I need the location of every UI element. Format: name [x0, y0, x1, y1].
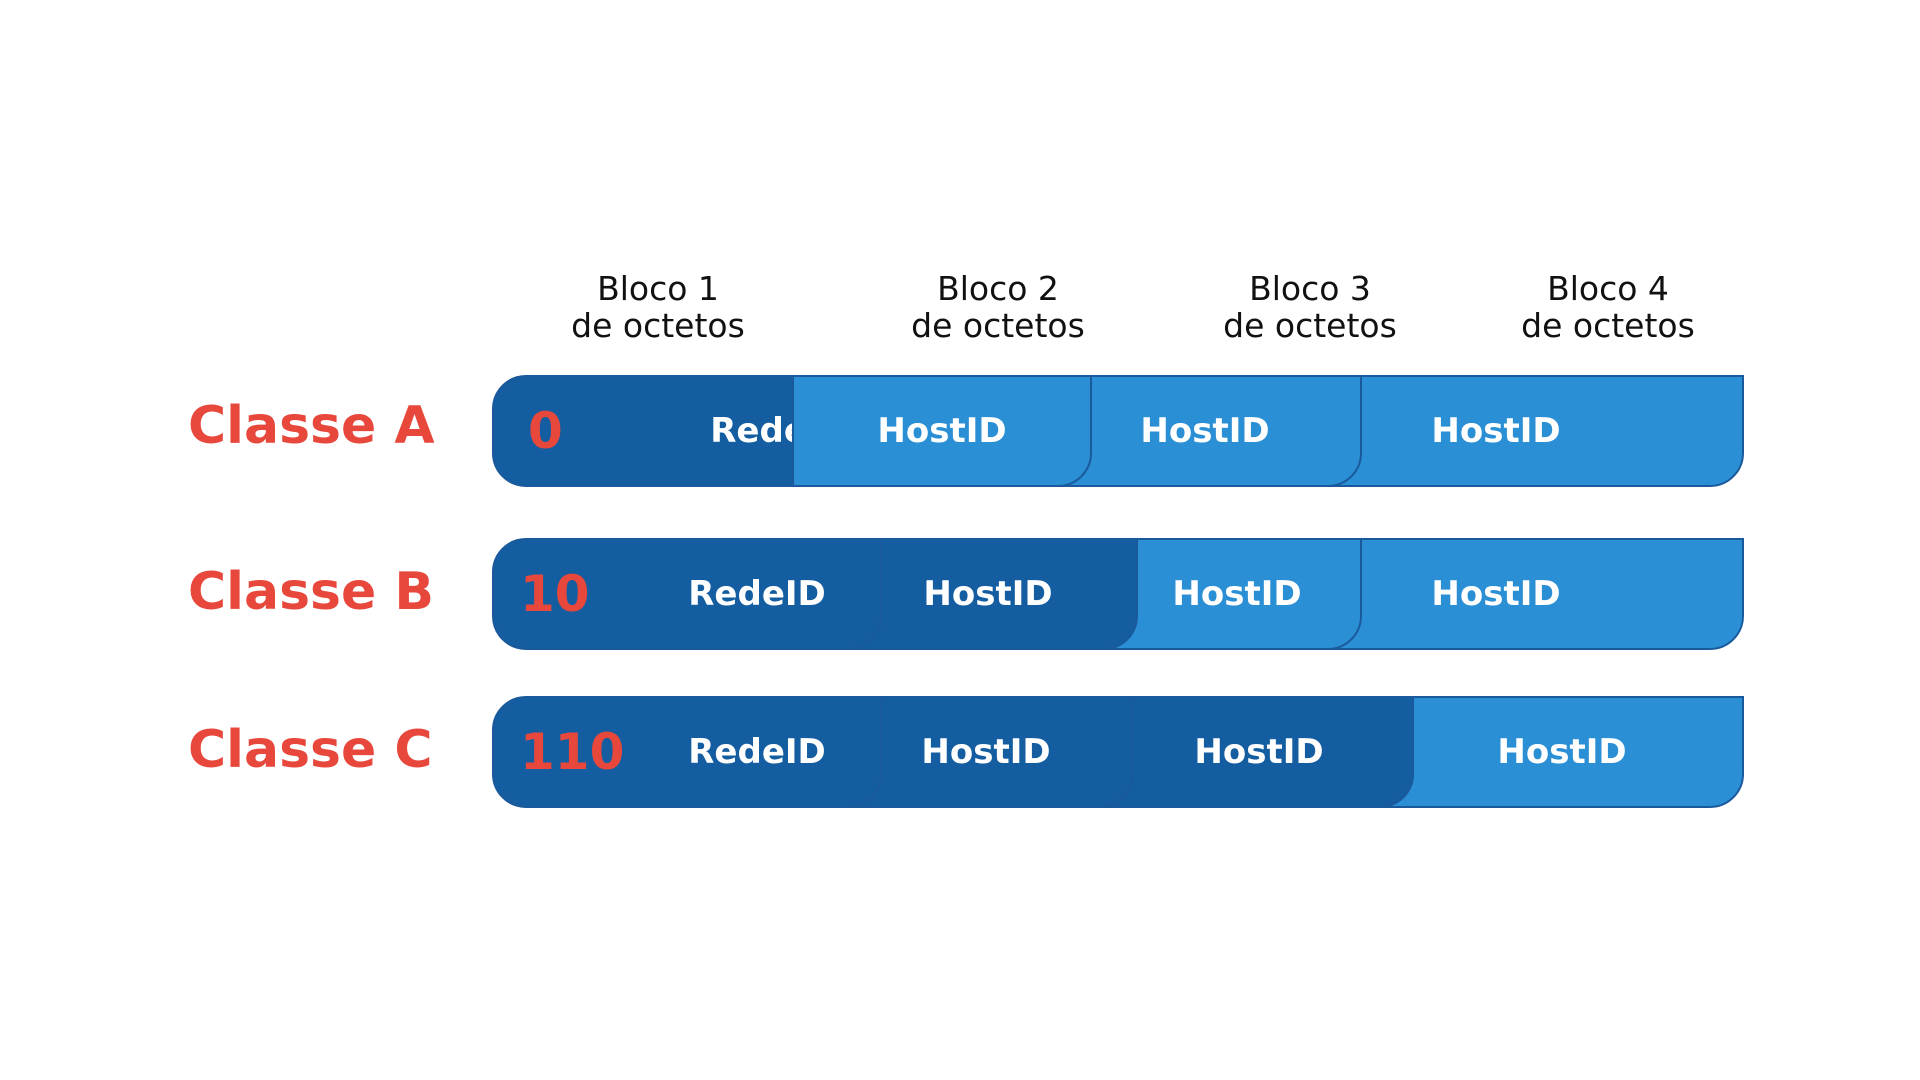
address-row-class-a: RedeID HostID HostID HostID 0: [492, 375, 1744, 487]
column-header-line2: de octetos: [571, 306, 745, 345]
segment-host-2: HostID: [792, 375, 1092, 487]
class-prefix-bits: 10: [520, 565, 590, 623]
column-header-line1: Bloco 1: [597, 269, 719, 308]
column-header-line1: Bloco 3: [1249, 269, 1371, 308]
segment-label: HostID: [1140, 411, 1270, 451]
segment-label: HostID: [1431, 411, 1561, 451]
segment-label: HostID: [877, 411, 1007, 451]
segment-host-3: HostID: [1048, 375, 1362, 487]
segment-host-4: HostID: [1318, 375, 1744, 487]
segment-label: HostID: [1194, 732, 1324, 772]
segment-label: HostID: [923, 574, 1053, 614]
address-row-class-c: RedeID HostID HostID HostID 110: [492, 696, 1744, 808]
column-header-line2: de octetos: [1521, 306, 1695, 345]
segment-network-1: RedeID: [492, 538, 882, 650]
segment-network-2: HostID: [838, 696, 1134, 808]
segment-network-3: HostID: [1090, 696, 1414, 808]
column-header-bloco-3: Bloco 3 de octetos: [1160, 270, 1460, 344]
segment-label: RedeID: [688, 574, 826, 614]
column-header-bloco-2: Bloco 2 de octetos: [848, 270, 1148, 344]
class-prefix-bits: 0: [528, 402, 563, 460]
column-header-bloco-1: Bloco 1 de octetos: [508, 270, 808, 344]
column-header-bloco-4: Bloco 4 de octetos: [1458, 270, 1758, 344]
segment-label: RedeID: [688, 732, 826, 772]
segment-label: HostID: [1172, 574, 1302, 614]
segment-label: HostID: [1497, 732, 1627, 772]
segment-host-4: HostID: [1370, 696, 1744, 808]
class-label-b: Classe B: [188, 562, 434, 622]
segment-label: HostID: [921, 732, 1051, 772]
column-header-line2: de octetos: [911, 306, 1085, 345]
column-header-line1: Bloco 4: [1547, 269, 1669, 308]
segment-host-4: HostID: [1318, 538, 1744, 650]
segment-network-2: HostID: [838, 538, 1138, 650]
class-prefix-bits: 110: [520, 723, 625, 781]
class-label-c: Classe C: [188, 720, 433, 780]
column-header-line2: de octetos: [1223, 306, 1397, 345]
segment-network-1: RedeID: [492, 696, 882, 808]
segment-label: HostID: [1431, 574, 1561, 614]
class-label-a: Classe A: [188, 396, 435, 456]
column-header-line1: Bloco 2: [937, 269, 1059, 308]
segment-network-1: RedeID: [492, 375, 848, 487]
address-row-class-b: RedeID HostID HostID HostID 10: [492, 538, 1744, 650]
